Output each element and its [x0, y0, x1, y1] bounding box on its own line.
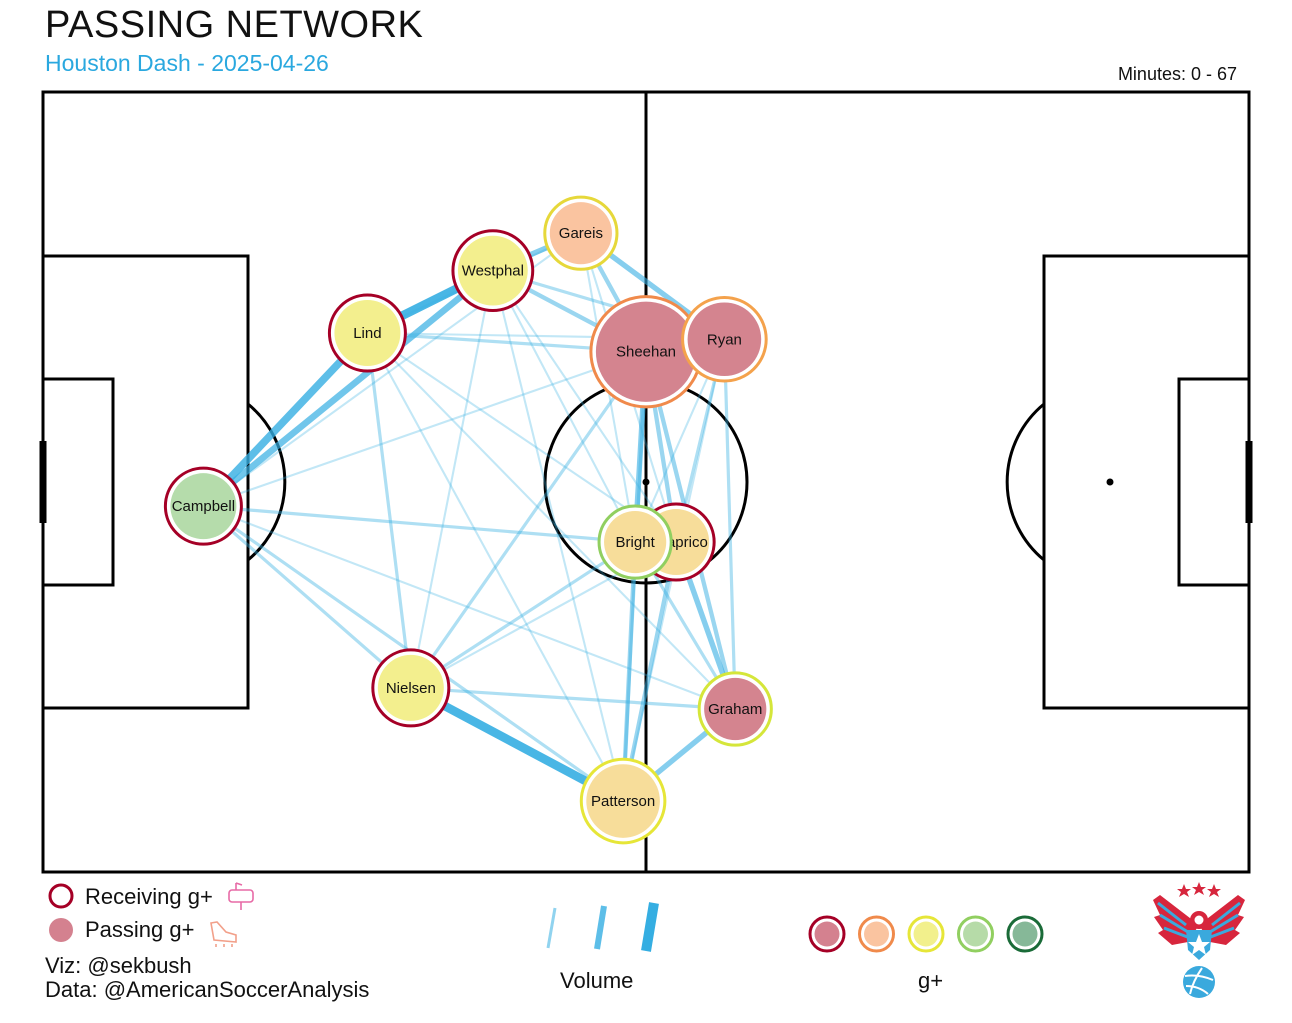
pass-edge — [366, 331, 737, 711]
passing-legend-label: Passing g+ — [85, 917, 195, 942]
player-nodes: CampbellLindWestphalGareisSheehanRyanCol… — [163, 195, 773, 845]
player-label: Nielsen — [386, 680, 436, 697]
player-fill — [604, 510, 667, 574]
pass-edge — [202, 350, 648, 508]
right-penalty-arc — [1005, 402, 1045, 562]
minutes-range: Minutes: 0 - 67 — [1117, 64, 1237, 84]
player-node: Lind — [327, 293, 407, 373]
pass-edge — [409, 350, 648, 690]
logo-star — [1192, 882, 1206, 895]
gplus-scale-swatch — [1012, 921, 1038, 947]
player-fill — [170, 473, 237, 540]
data-credit: Data: @AmericanSoccerAnalysis — [45, 977, 370, 1002]
right-penalty-box — [1042, 254, 1251, 710]
player-fill — [334, 300, 401, 367]
chart-subtitle: Houston Dash - 2025-04-26 — [45, 50, 329, 76]
player-fill — [595, 301, 697, 402]
player-fill — [704, 677, 767, 741]
player-fill — [457, 235, 528, 306]
left-six-yard-box — [41, 377, 115, 587]
logo-right-wing-stripes — [1207, 901, 1241, 940]
player-label: Campbell — [172, 498, 235, 515]
pass-edge — [409, 686, 737, 711]
gplus-scale — [808, 915, 1044, 953]
player-fill — [549, 202, 612, 265]
player-node: Patterson — [579, 757, 667, 845]
player-node: Campbell — [163, 466, 243, 546]
gplus-scale-swatch — [814, 921, 840, 947]
mailbox-icon — [228, 882, 254, 910]
chart-title: PASSING NETWORK — [45, 4, 424, 46]
receiving-legend-marker — [48, 883, 74, 909]
pass-edge — [202, 505, 737, 711]
pass-edge — [409, 269, 494, 689]
player-node: Sheehan — [589, 295, 703, 409]
receiving-legend-label: Receiving g+ — [85, 884, 213, 909]
logo-ball-seams — [1184, 967, 1214, 995]
left-penalty-arc — [247, 402, 287, 562]
player-label: Bright — [616, 534, 656, 551]
gplus-scale-swatch — [963, 921, 988, 947]
player-node: Westphal — [451, 229, 535, 313]
pass-edge — [409, 540, 637, 690]
player-fill — [377, 654, 444, 721]
logo-star — [1207, 884, 1221, 897]
player-label: Ryan — [707, 331, 742, 348]
pass-edge — [201, 504, 637, 544]
gplus-scale-swatch — [864, 921, 889, 947]
player-node: Bright — [597, 504, 673, 580]
player-label: Gareis — [559, 225, 603, 242]
player-label: Sheehan — [616, 344, 676, 361]
right-six-yard-box — [1177, 377, 1251, 587]
pass-edge — [722, 337, 737, 711]
player-label: Patterson — [591, 793, 655, 810]
pass-edge — [491, 269, 637, 544]
pass-edge — [199, 329, 372, 510]
logo-eye — [1194, 915, 1204, 925]
right-penalty-spot — [1106, 478, 1114, 486]
player-node: Gareis — [543, 195, 619, 271]
volume-legend-thick — [641, 902, 659, 952]
asa-eagle-logo — [1153, 882, 1245, 998]
player-node: Nielsen — [371, 648, 451, 728]
volume-legend-medium — [594, 905, 607, 950]
player-label: Graham — [708, 701, 762, 718]
pass-edge — [201, 504, 413, 690]
viz-credit: Viz: @sekbush — [45, 953, 192, 978]
pass-edge — [491, 269, 678, 544]
logo-star — [1177, 884, 1191, 897]
gplus-legend-label: g+ — [918, 968, 944, 993]
pass-edge — [491, 269, 625, 803]
pass-edge — [620, 539, 679, 804]
player-fill — [586, 764, 660, 838]
volume-legend-label: Volume — [560, 968, 634, 993]
logo-left-wing-stripes — [1157, 901, 1191, 940]
pass-edge — [365, 331, 413, 690]
player-label: Lind — [353, 325, 381, 342]
player-fill — [687, 302, 762, 377]
passing-legend-marker — [49, 918, 73, 942]
pitch-lines — [41, 90, 1251, 874]
volume-legend-thin — [546, 907, 557, 949]
pass-edge — [366, 331, 625, 803]
pass-edge — [200, 267, 497, 510]
player-node: Graham — [697, 671, 773, 747]
boot-icon — [210, 921, 237, 947]
center-spot — [642, 478, 650, 486]
player-label: Westphal — [462, 263, 524, 280]
gplus-scale-swatch — [913, 921, 939, 947]
player-node: Ryan — [681, 295, 768, 383]
logo-shield-star — [1188, 934, 1210, 955]
